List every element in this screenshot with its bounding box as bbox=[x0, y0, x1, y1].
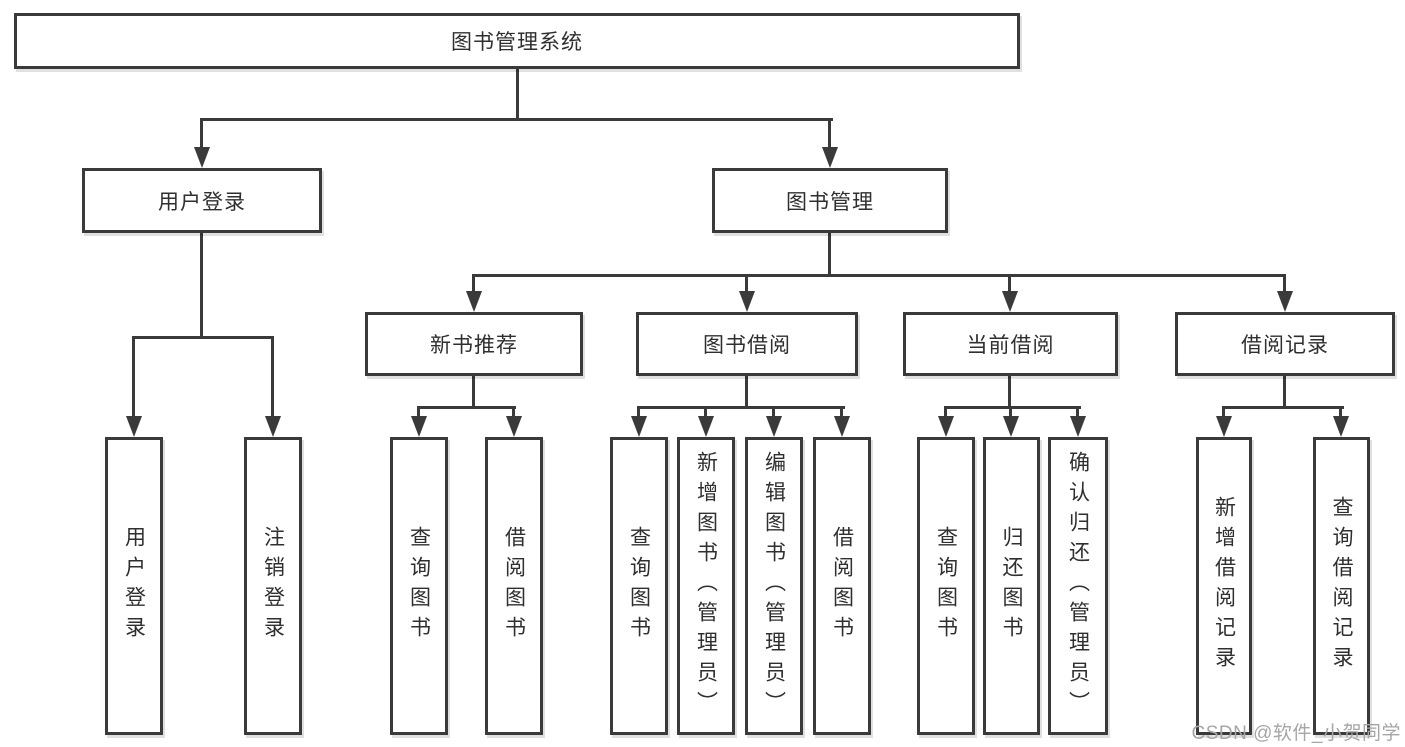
arrow-down-icon bbox=[698, 416, 714, 437]
leaf-logout: 注销登录 bbox=[244, 437, 302, 735]
connector-line bbox=[745, 274, 748, 293]
leaf-label: 查询图书 bbox=[407, 526, 431, 646]
connector-line bbox=[512, 406, 515, 418]
leaf-label: 新增图书（管理员） bbox=[694, 451, 718, 721]
leaf-label: 注销登录 bbox=[261, 526, 285, 646]
connector-line bbox=[1283, 274, 1286, 293]
arrow-down-icon bbox=[766, 416, 782, 437]
connector-line bbox=[1283, 376, 1286, 406]
arrow-down-icon bbox=[1333, 416, 1349, 437]
node-book-management: 图书管理 bbox=[712, 168, 948, 233]
arrow-down-icon bbox=[1003, 416, 1019, 437]
node-label: 图书管理系统 bbox=[451, 31, 583, 54]
arrow-down-icon bbox=[506, 416, 522, 437]
arrow-down-icon bbox=[466, 291, 482, 312]
connector-line bbox=[637, 406, 845, 409]
leaf-borrow-query-book: 查询图书 bbox=[610, 437, 668, 735]
arrow-down-icon bbox=[411, 416, 427, 437]
connector-line bbox=[745, 376, 748, 406]
node-borrow-records: 借阅记录 bbox=[1175, 312, 1395, 376]
leaf-label: 归还图书 bbox=[1000, 526, 1023, 646]
leaf-recommend-query-book: 查询图书 bbox=[390, 437, 448, 735]
watermark: CSDN @软件_小贺同学 bbox=[1191, 723, 1401, 744]
connector-line bbox=[200, 233, 203, 336]
connector-line bbox=[132, 336, 135, 418]
node-label: 图书管理 bbox=[786, 190, 874, 214]
connector-line bbox=[944, 406, 1081, 409]
arrow-down-icon bbox=[739, 291, 755, 312]
arrow-down-icon bbox=[938, 416, 954, 437]
leaf-borrow-borrow-book: 借阅图书 bbox=[813, 437, 871, 735]
node-label: 当前借阅 bbox=[966, 334, 1055, 357]
connector-line bbox=[1008, 274, 1011, 293]
node-book-borrow: 图书借阅 bbox=[636, 312, 858, 376]
leaf-borrow-add-book-admin: 新增图书（管理员） bbox=[677, 437, 735, 735]
connector-line bbox=[472, 274, 475, 293]
node-label: 新书推荐 bbox=[430, 334, 518, 357]
connector-line bbox=[417, 406, 420, 418]
connector-line bbox=[132, 336, 274, 339]
connector-line bbox=[271, 336, 274, 418]
leaf-label: 新增借阅记录 bbox=[1212, 496, 1236, 676]
connector-line bbox=[828, 233, 831, 274]
node-root: 图书管理系统 bbox=[14, 13, 1020, 69]
arrow-down-icon bbox=[822, 147, 838, 168]
leaf-label: 确认归还（管理员） bbox=[1066, 451, 1090, 721]
node-label: 图书借阅 bbox=[703, 334, 791, 357]
leaf-current-query-book: 查询图书 bbox=[917, 437, 975, 735]
leaf-records-query-record: 查询借阅记录 bbox=[1313, 437, 1370, 735]
connector-line bbox=[1222, 406, 1225, 418]
leaf-label: 查询图书 bbox=[934, 526, 958, 646]
connector-line bbox=[1222, 406, 1344, 409]
leaf-current-confirm-return-admin: 确认归还（管理员） bbox=[1048, 437, 1108, 735]
leaf-label: 借阅图书 bbox=[502, 526, 526, 646]
connector-line bbox=[472, 274, 1286, 277]
connector-line bbox=[1339, 406, 1342, 418]
connector-line bbox=[704, 406, 707, 418]
leaf-records-add-record: 新增借阅记录 bbox=[1196, 437, 1252, 735]
leaf-label: 借阅图书 bbox=[830, 526, 854, 646]
connector-line bbox=[637, 406, 640, 418]
connector-line bbox=[1076, 406, 1079, 418]
arrow-down-icon bbox=[631, 416, 647, 437]
connector-line bbox=[472, 376, 475, 406]
connector-line bbox=[200, 118, 203, 149]
arrow-down-icon bbox=[1277, 291, 1293, 312]
connector-line bbox=[944, 406, 947, 418]
node-label: 借阅记录 bbox=[1241, 334, 1329, 357]
connector-line bbox=[516, 69, 519, 118]
leaf-user-login: 用户登录 bbox=[105, 437, 163, 735]
arrow-down-icon bbox=[126, 416, 142, 437]
connector-line bbox=[1009, 406, 1012, 418]
arrow-down-icon bbox=[265, 416, 281, 437]
leaf-label: 用户登录 bbox=[122, 526, 146, 646]
leaf-recommend-borrow-book: 借阅图书 bbox=[485, 437, 543, 735]
leaf-borrow-edit-book-admin: 编辑图书（管理员） bbox=[745, 437, 803, 735]
arrow-down-icon bbox=[1070, 416, 1086, 437]
leaf-label: 查询图书 bbox=[627, 526, 651, 646]
connector-line bbox=[200, 118, 833, 121]
leaf-label: 编辑图书（管理员） bbox=[762, 451, 786, 721]
connector-line bbox=[772, 406, 775, 418]
connector-line bbox=[1008, 376, 1011, 406]
node-new-book-recommend: 新书推荐 bbox=[365, 312, 583, 376]
node-current-borrow: 当前借阅 bbox=[903, 312, 1118, 376]
arrow-down-icon bbox=[1216, 416, 1232, 437]
connector-line bbox=[417, 406, 516, 409]
arrow-down-icon bbox=[194, 147, 210, 168]
connector-line bbox=[828, 118, 831, 149]
leaf-label: 查询借阅记录 bbox=[1330, 496, 1353, 676]
node-label: 用户登录 bbox=[158, 190, 246, 214]
connector-line bbox=[840, 406, 843, 418]
arrow-down-icon bbox=[834, 416, 850, 437]
leaf-current-return-book: 归还图书 bbox=[983, 437, 1040, 735]
arrow-down-icon bbox=[1002, 291, 1018, 312]
node-user-login: 用户登录 bbox=[82, 168, 322, 233]
